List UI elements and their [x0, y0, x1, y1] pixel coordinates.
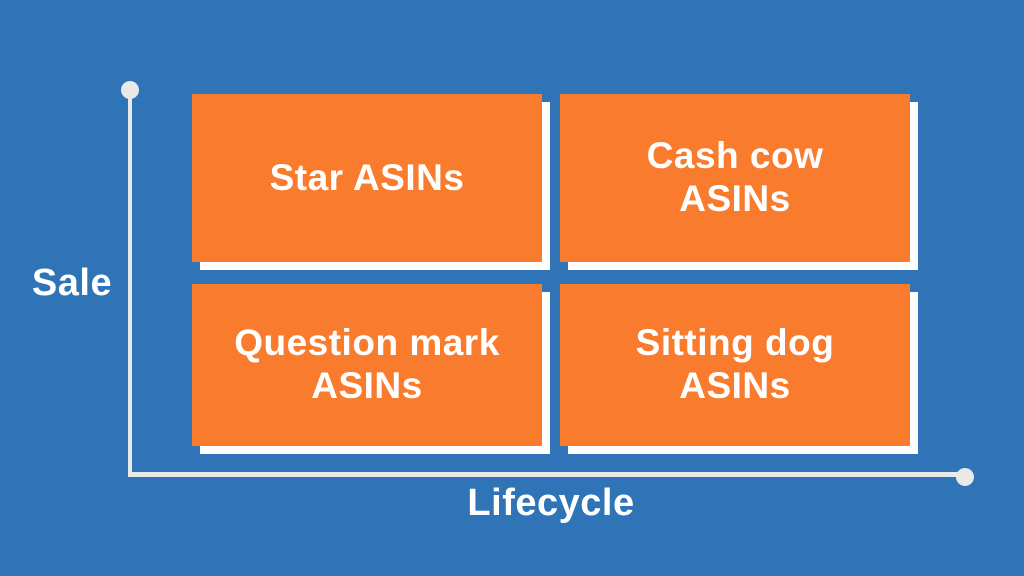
quadrant-sitting-dog-asins-label: Sitting dog ASINs	[635, 322, 835, 406]
quadrant-question-mark-asins-label: Question mark ASINs	[234, 322, 500, 406]
quadrant-sitting-dog-asins: Sitting dog ASINs	[560, 284, 910, 446]
quadrant-question-mark-asins: Question mark ASINs	[192, 284, 542, 446]
x-axis-line	[128, 472, 965, 477]
quadrant-star-asins-label: Star ASINs	[269, 156, 465, 198]
x-axis-endpoint-dot	[956, 468, 974, 486]
quadrant-cash-cow-asins: Cash cow ASINs	[560, 94, 910, 262]
y-axis-line	[128, 90, 132, 476]
y-axis-endpoint-dot	[121, 81, 139, 99]
y-axis-label: Sale	[31, 262, 113, 304]
quadrant-cash-cow-asins-label: Cash cow ASINs	[646, 135, 824, 219]
x-axis-label: Lifecycle	[467, 482, 635, 524]
quadrant-star-asins: Star ASINs	[192, 94, 542, 262]
